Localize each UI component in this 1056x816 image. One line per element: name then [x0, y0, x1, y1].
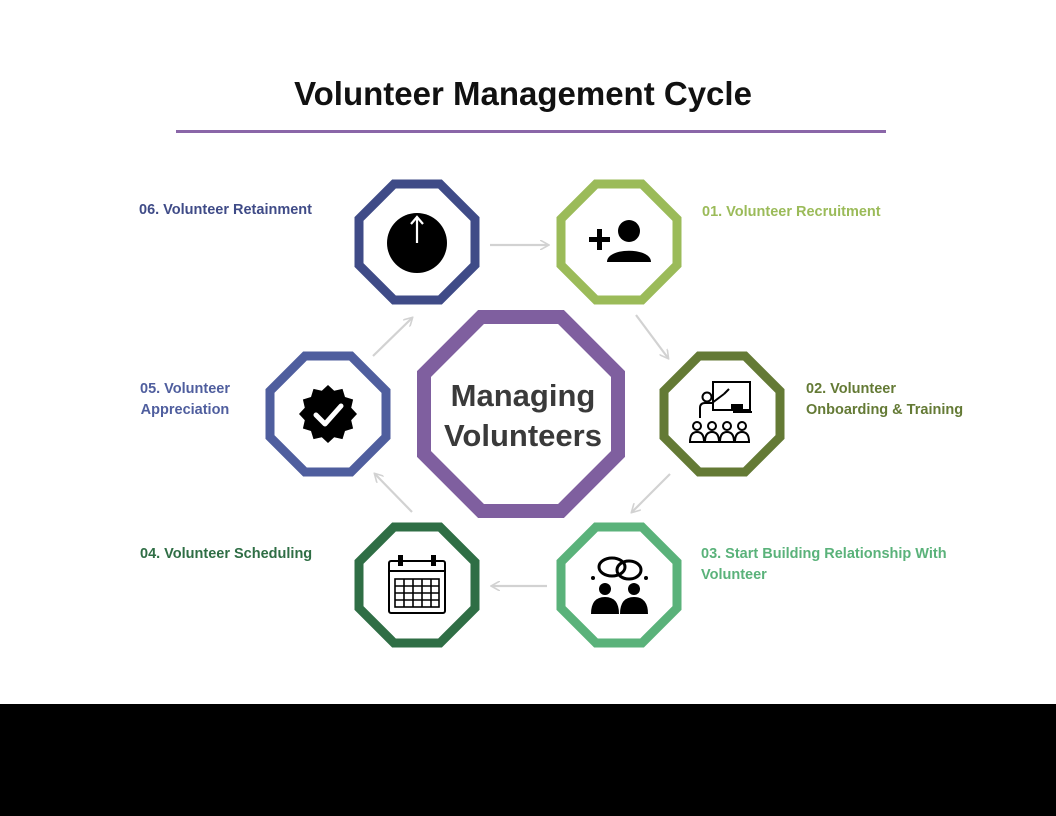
step-label-relationship: 03. Start Building Relationship With Vol… [701, 544, 947, 586]
bottom-black-bar [0, 704, 1056, 816]
step-label-recruitment: 01. Volunteer Recruitment [702, 202, 881, 223]
title-underline [176, 130, 886, 133]
step-label-line: 05. Volunteer [140, 381, 230, 397]
conversation-people-icon [591, 556, 648, 614]
step-label-line: 01. Volunteer Recruitment [702, 204, 881, 220]
step-1-octagon [556, 179, 682, 305]
step-label-line: Appreciation [140, 402, 230, 418]
step-4-octagon [354, 522, 480, 648]
add-user-icon [589, 220, 651, 262]
step-3-octagon [556, 522, 682, 648]
calendar-icon [388, 555, 446, 614]
arrow-5-to-6 [372, 318, 412, 357]
clock-icon [387, 213, 447, 273]
center-label-line1: Managing [450, 378, 596, 413]
verified-badge-icon [299, 385, 357, 443]
step-2-octagon [659, 351, 785, 477]
step-label-retainment: 06. Volunteer Retainment [139, 200, 312, 221]
step-label-line: Volunteer [701, 567, 767, 583]
step-label-line: 02. Volunteer [806, 381, 896, 397]
center-octagon [417, 310, 625, 518]
step-label-line: 03. Start Building Relationship With [701, 546, 947, 562]
center-label-line2: Volunteers [444, 418, 602, 453]
step-label-line: 04. Volunteer Scheduling [140, 546, 313, 562]
step-label-line: Onboarding & Training [806, 402, 964, 418]
step-label-scheduling: 04. Volunteer Scheduling [140, 544, 312, 565]
classroom-training-icon [688, 381, 752, 443]
center-label: Managing Volunteers [424, 376, 622, 456]
arrow-2-to-3 [632, 473, 671, 512]
cycle-diagram [265, 179, 785, 648]
arrow-4-to-5 [375, 474, 413, 513]
page-title: Volunteer Management Cycle [294, 75, 752, 112]
step-label-onboarding: 02. Volunteer Onboarding & Training [806, 379, 963, 421]
arrow-1-to-2 [635, 314, 668, 358]
step-label-line: 06. Volunteer Retainment [139, 202, 312, 218]
step-label-appreciation: 05. Volunteer Appreciation [140, 379, 230, 421]
